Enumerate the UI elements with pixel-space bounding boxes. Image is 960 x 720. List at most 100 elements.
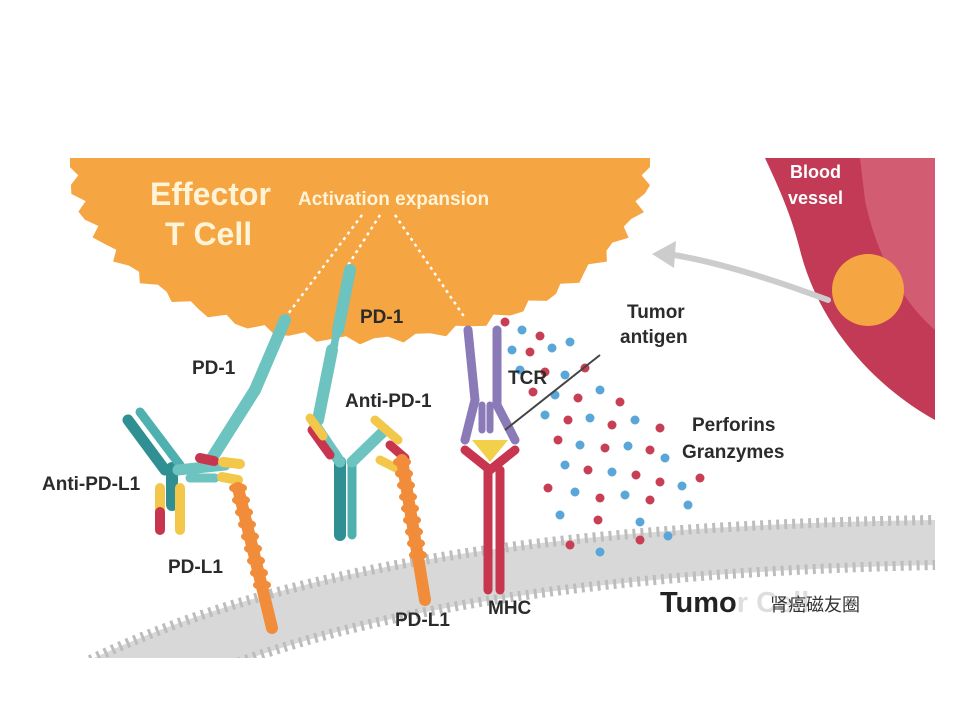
granzyme-dot: [570, 487, 580, 497]
pdl1-segment: [235, 507, 253, 518]
pdl1-segment: [253, 580, 271, 590]
effector-cell-label-line1: Effector: [150, 176, 271, 212]
pd1-center-label: PD-1: [360, 307, 404, 328]
tumor-cell-membrane: [87, 515, 936, 658]
perforin-dot: [540, 367, 550, 377]
mhc-molecule: [460, 445, 520, 595]
perforin-dot: [600, 443, 610, 453]
tcr-receptor: [460, 325, 520, 445]
pdl1-ligand-left: [229, 482, 278, 634]
granzyme-dot: [575, 440, 585, 450]
perforin-dot: [500, 317, 510, 327]
perforin-dot: [631, 470, 641, 480]
pdl1-segment: [241, 531, 259, 542]
pd1-receptor-left: [206, 314, 291, 464]
perforin-dot: [655, 423, 665, 433]
pdl1-segment: [393, 457, 411, 467]
granzyme-dot: [565, 337, 575, 347]
blood-vessel: [765, 158, 935, 420]
blood-vessel-label-line2: vessel: [788, 188, 843, 208]
perforin-dot: [553, 435, 563, 445]
granzyme-dot: [683, 500, 693, 510]
perforin-dot: [645, 495, 655, 505]
granzyme-dot: [560, 370, 570, 380]
pdl1-segment: [407, 538, 425, 549]
perforin-dot: [595, 493, 605, 503]
granzyme-dot: [623, 441, 633, 451]
pdl1-left-label: PD-L1: [168, 557, 223, 578]
granzyme-dot: [560, 460, 570, 470]
granzyme-dot: [507, 345, 517, 355]
pd1-left-label: PD-1: [192, 358, 236, 379]
perforin-dot: [563, 415, 573, 425]
granzyme-dot: [620, 490, 630, 500]
effector-t-cell: [70, 158, 650, 345]
granzyme-dot: [663, 531, 673, 541]
migrating-t-cell: [832, 254, 904, 326]
anti-pdl1-antibody: [122, 407, 245, 535]
granzyme-dot: [555, 510, 565, 520]
perforin-dot: [593, 515, 603, 525]
pdl1-segment: [397, 480, 415, 491]
activation-lines: [283, 214, 467, 319]
pdl1-segment: [395, 468, 413, 479]
pdl1-segment: [229, 483, 247, 493]
perforin-dot: [695, 473, 705, 483]
anti-pd1-label: Anti-PD-1: [345, 391, 432, 412]
pdl1-segment: [250, 567, 268, 578]
watermark: 肾癌磁友圈: [738, 588, 898, 620]
pdl1-segment: [244, 543, 262, 554]
pdl1-segment: [247, 555, 265, 566]
perforin-dot: [543, 483, 553, 493]
perforin-dot: [525, 347, 535, 357]
granzyme-dot: [540, 410, 550, 420]
anti-pd1-antibody: [305, 413, 410, 541]
tumor-antigen-label-line2: antigen: [620, 327, 688, 348]
granzymes-label: Granzymes: [682, 442, 784, 463]
pdl1-segment: [399, 491, 417, 502]
pd1-receptor-center: [312, 264, 356, 426]
perforins-label: Perforins: [692, 415, 775, 436]
perforin-dot: [635, 535, 645, 545]
mhc-label: MHC: [488, 598, 532, 619]
migration-arrow: [652, 241, 831, 303]
perforin-dot: [607, 420, 617, 430]
anti-pdl1-label: Anti-PD-L1: [42, 474, 141, 495]
granzyme-dot: [635, 517, 645, 527]
pdl1-segment: [405, 526, 423, 537]
granzyme-dot: [547, 343, 557, 353]
granzyme-dot: [630, 415, 640, 425]
perforin-dot: [535, 331, 545, 341]
effector-cell-label-line2: T Cell: [165, 216, 252, 252]
perforin-dot: [615, 397, 625, 407]
perforin-granzyme-dots: [500, 317, 705, 557]
antigen-pointer-line: [504, 354, 601, 431]
pdl1-ligand-center: [393, 454, 431, 606]
granzyme-dot: [660, 453, 670, 463]
perforin-dot: [565, 540, 575, 550]
pdl1-center-label: PD-L1: [395, 610, 450, 631]
pdl1-segment: [401, 503, 419, 514]
blood-vessel-label-line1: Blood: [790, 162, 841, 182]
granzyme-dot: [515, 365, 525, 375]
pdl1-segment: [238, 519, 256, 530]
activation-expansion-label: Activation expansion: [298, 189, 489, 210]
pdl1-segment: [409, 550, 427, 560]
perforin-dot: [583, 465, 593, 475]
granzyme-dot: [607, 467, 617, 477]
granzyme-dot: [595, 385, 605, 395]
tumor-antigen-label-line1: Tumor: [627, 302, 685, 323]
perforin-dot: [528, 387, 538, 397]
perforin-dot: [573, 393, 583, 403]
tumor-antigen: [472, 440, 508, 462]
pdl1-segment: [403, 515, 421, 526]
granzyme-dot: [595, 547, 605, 557]
granzyme-dot: [517, 325, 527, 335]
perforin-dot: [645, 445, 655, 455]
granzyme-dot: [585, 413, 595, 423]
pdl1-segment: [232, 495, 250, 506]
tcr-label: TCR: [508, 368, 547, 389]
watermark-text: 肾癌磁友圈: [770, 595, 860, 615]
granzyme-dot: [677, 481, 687, 491]
